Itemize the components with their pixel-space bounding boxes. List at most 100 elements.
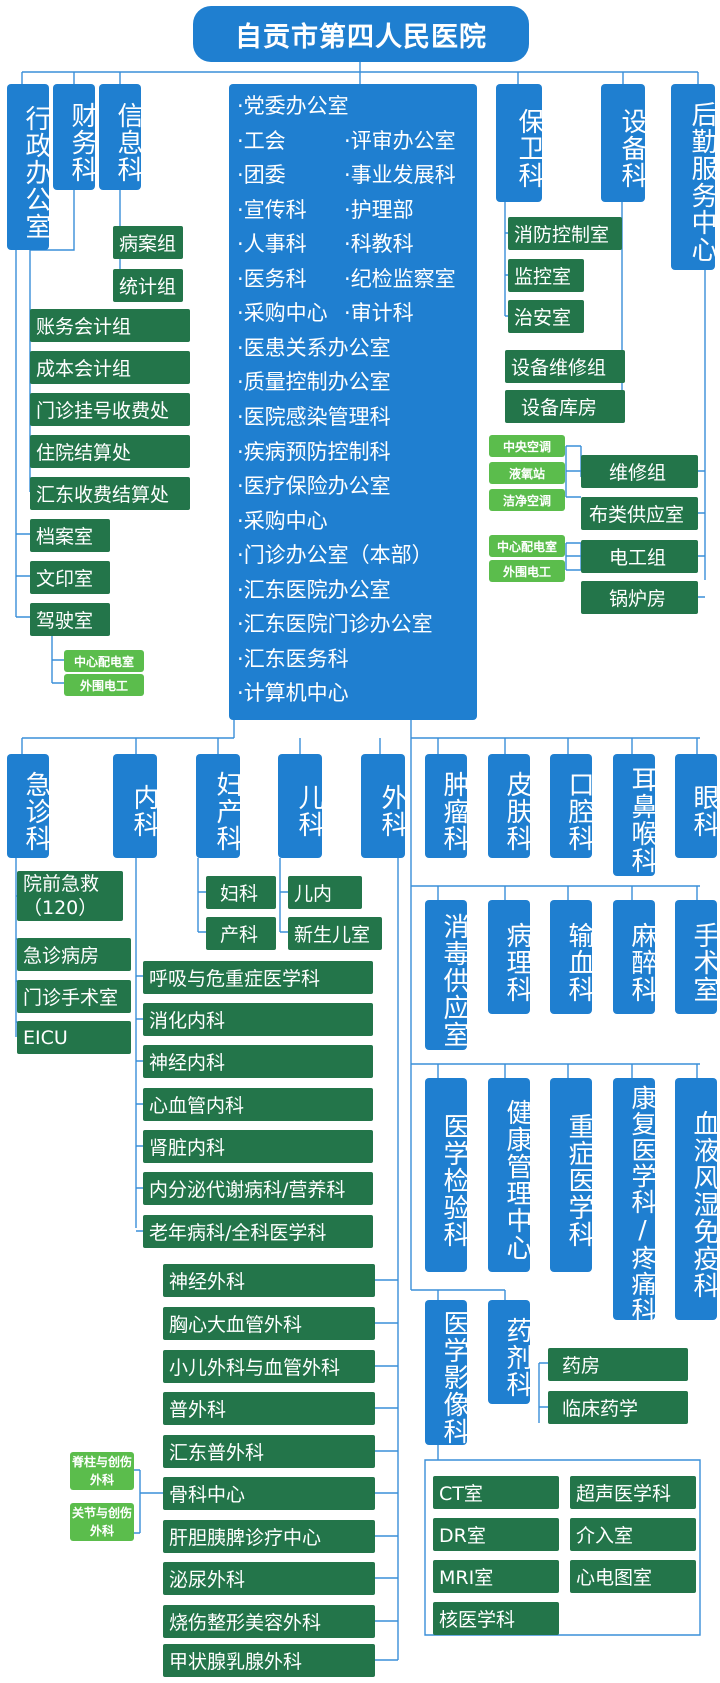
dept-obgyn[interactable]: 妇产科 (196, 754, 240, 858)
dept-stomatology[interactable]: 口腔科 (550, 754, 592, 858)
internal-group-4[interactable]: 心血管内科 (143, 1088, 373, 1121)
dept-imaging[interactable]: 医学影像科 (425, 1300, 467, 1445)
finance-group-4[interactable]: 住院结算处 (30, 435, 190, 468)
logistics-group-electric[interactable]: 电工组 (581, 540, 698, 573)
pediatric-group-internal[interactable]: 儿内 (288, 876, 362, 909)
party-item[interactable]: ·宣传科 (237, 198, 307, 222)
pediatric-group-neonatal[interactable]: 新生儿室 (288, 917, 382, 950)
party-item[interactable]: ·评审办公室 (344, 129, 456, 153)
dept-pathology[interactable]: 病理科 (488, 900, 530, 1014)
imaging-group-ultrasound[interactable]: 超声医学科 (570, 1476, 696, 1509)
info-group-statistics[interactable]: 统计组 (113, 269, 183, 302)
imaging-group-dr[interactable]: DR室 (433, 1518, 559, 1551)
imaging-group-mri[interactable]: MRI室 (433, 1560, 559, 1593)
admin-group-archives[interactable]: 档案室 (30, 519, 110, 552)
dept-ent[interactable]: 耳鼻喉科 (613, 754, 655, 876)
security-group-monitor[interactable]: 监控室 (508, 259, 584, 292)
finance-group-1[interactable]: 账务会计组 (30, 309, 190, 342)
party-item[interactable]: ·汇东医院办公室 (237, 578, 391, 602)
dept-oncology[interactable]: 肿瘤科 (425, 754, 467, 858)
party-item[interactable]: ·医患关系办公室 (237, 336, 391, 360)
dept-admin-office[interactable]: 行政办公室 (7, 84, 49, 250)
surgery-group-1[interactable]: 神经外科 (163, 1264, 375, 1297)
obgyn-group-gynecology[interactable]: 妇科 (206, 876, 276, 909)
imaging-group-ct[interactable]: CT室 (433, 1476, 559, 1509)
pharmacy-group-clinical[interactable]: 临床药学 (548, 1391, 688, 1424)
imaging-group-interventional[interactable]: 介入室 (570, 1518, 696, 1551)
driver-sub-power[interactable]: 中心配电室 (64, 650, 144, 672)
emergency-group-ward[interactable]: 急诊病房 (17, 938, 131, 971)
surgery-group-3[interactable]: 小儿外科与血管外科 (163, 1350, 375, 1383)
internal-group-2[interactable]: 消化内科 (143, 1003, 373, 1036)
imaging-group-ecg[interactable]: 心电图室 (570, 1560, 696, 1593)
party-item[interactable]: ·人事科 (237, 232, 307, 256)
dept-health-management[interactable]: 健康管理中心 (488, 1078, 530, 1272)
surgery-group-7[interactable]: 肝胆胰脾诊疗中心 (163, 1520, 375, 1553)
party-item[interactable]: ·纪检监察室 (344, 267, 456, 291)
repair-sub-central-ac[interactable]: 中央空调 (489, 435, 565, 457)
surgery-group-9[interactable]: 烧伤整形美容外科 (163, 1605, 375, 1638)
dept-information[interactable]: 信息科 (99, 84, 141, 190)
dept-rehabilitation[interactable]: 康复医学科/疼痛科 (613, 1078, 655, 1320)
party-item[interactable]: ·质量控制办公室 (237, 370, 391, 394)
finance-group-5[interactable]: 汇东收费结算处 (30, 477, 190, 510)
dept-pharmacy[interactable]: 药剂科 (488, 1300, 530, 1404)
equipment-group-repair[interactable]: 设备维修组 (505, 350, 625, 383)
surgery-group-4[interactable]: 普外科 (163, 1392, 375, 1425)
dept-security[interactable]: 保卫科 (496, 84, 542, 202)
ortho-sub-spine[interactable]: 脊柱与创伤外科 (70, 1452, 134, 1490)
dept-laboratory[interactable]: 医学检验科 (425, 1078, 467, 1272)
party-item[interactable]: ·科教科 (344, 232, 414, 256)
finance-group-2[interactable]: 成本会计组 (30, 351, 190, 384)
admin-group-driving[interactable]: 驾驶室 (30, 603, 110, 636)
party-item[interactable]: ·计算机中心 (237, 681, 349, 705)
dept-equipment[interactable]: 设备科 (601, 84, 645, 202)
internal-group-5[interactable]: 肾脏内科 (143, 1130, 373, 1163)
internal-group-3[interactable]: 神经内科 (143, 1045, 373, 1078)
party-item[interactable]: ·党委办公室 (237, 94, 349, 118)
dept-finance[interactable]: 财务科 (53, 84, 95, 190)
driver-sub-electrician[interactable]: 外围电工 (64, 674, 144, 696)
dept-operating-room[interactable]: 手术室 (675, 900, 717, 1014)
electric-sub-power[interactable]: 中心配电室 (489, 535, 565, 557)
repair-sub-oxygen[interactable]: 液氧站 (489, 462, 565, 484)
admin-group-printing[interactable]: 文印室 (30, 561, 110, 594)
dept-emergency[interactable]: 急诊科 (7, 754, 49, 858)
surgery-group-6[interactable]: 骨科中心 (163, 1477, 375, 1510)
info-group-records[interactable]: 病案组 (113, 226, 183, 259)
finance-group-3[interactable]: 门诊挂号收费处 (30, 393, 190, 426)
party-item[interactable]: ·采购中心 (237, 509, 328, 533)
surgery-group-10[interactable]: 甲状腺乳腺外科 (163, 1644, 375, 1677)
repair-sub-clean-ac[interactable]: 洁净空调 (489, 489, 565, 511)
party-item[interactable]: ·门诊办公室（本部） (237, 543, 433, 567)
dept-anesthesia[interactable]: 麻醉科 (613, 900, 655, 1014)
security-group-order[interactable]: 治安室 (508, 300, 584, 333)
dept-icu[interactable]: 重症医学科 (550, 1078, 592, 1272)
logistics-group-linen[interactable]: 布类供应室 (581, 497, 698, 530)
dept-dermatology[interactable]: 皮肤科 (488, 754, 530, 858)
party-item[interactable]: ·医务科 (237, 267, 307, 291)
party-item[interactable]: ·医疗保险办公室 (237, 474, 391, 498)
dept-ophthalmology[interactable]: 眼科 (675, 754, 717, 858)
dept-surgery[interactable]: 外科 (361, 754, 405, 858)
emergency-group-prehospital[interactable]: 院前急救（120） (17, 871, 123, 921)
surgery-group-2[interactable]: 胸心大血管外科 (163, 1307, 375, 1340)
party-item[interactable]: ·护理部 (344, 198, 414, 222)
dept-logistics[interactable]: 后勤服务中心 (671, 84, 715, 270)
dept-hematology[interactable]: 血液风湿免疫科 (675, 1078, 717, 1320)
internal-group-7[interactable]: 老年病科/全科医学科 (143, 1215, 373, 1248)
dept-pediatrics[interactable]: 儿科 (278, 754, 322, 858)
dept-transfusion[interactable]: 输血科 (550, 900, 592, 1014)
logistics-group-repair[interactable]: 维修组 (581, 455, 698, 488)
party-item[interactable]: ·团委 (237, 163, 286, 187)
obgyn-group-obstetrics[interactable]: 产科 (206, 917, 276, 950)
party-item[interactable]: ·医院感染管理科 (237, 405, 391, 429)
security-group-fire[interactable]: 消防控制室 (508, 217, 622, 250)
logistics-group-boiler[interactable]: 锅炉房 (581, 581, 698, 614)
party-item[interactable]: ·汇东医务科 (237, 647, 349, 671)
internal-group-6[interactable]: 内分泌代谢病科/营养科 (143, 1172, 373, 1205)
electric-sub-outer[interactable]: 外围电工 (489, 560, 565, 582)
surgery-group-5[interactable]: 汇东普外科 (163, 1435, 375, 1468)
party-item[interactable]: ·工会 (237, 129, 286, 153)
party-item[interactable]: ·疾病预防控制科 (237, 440, 391, 464)
